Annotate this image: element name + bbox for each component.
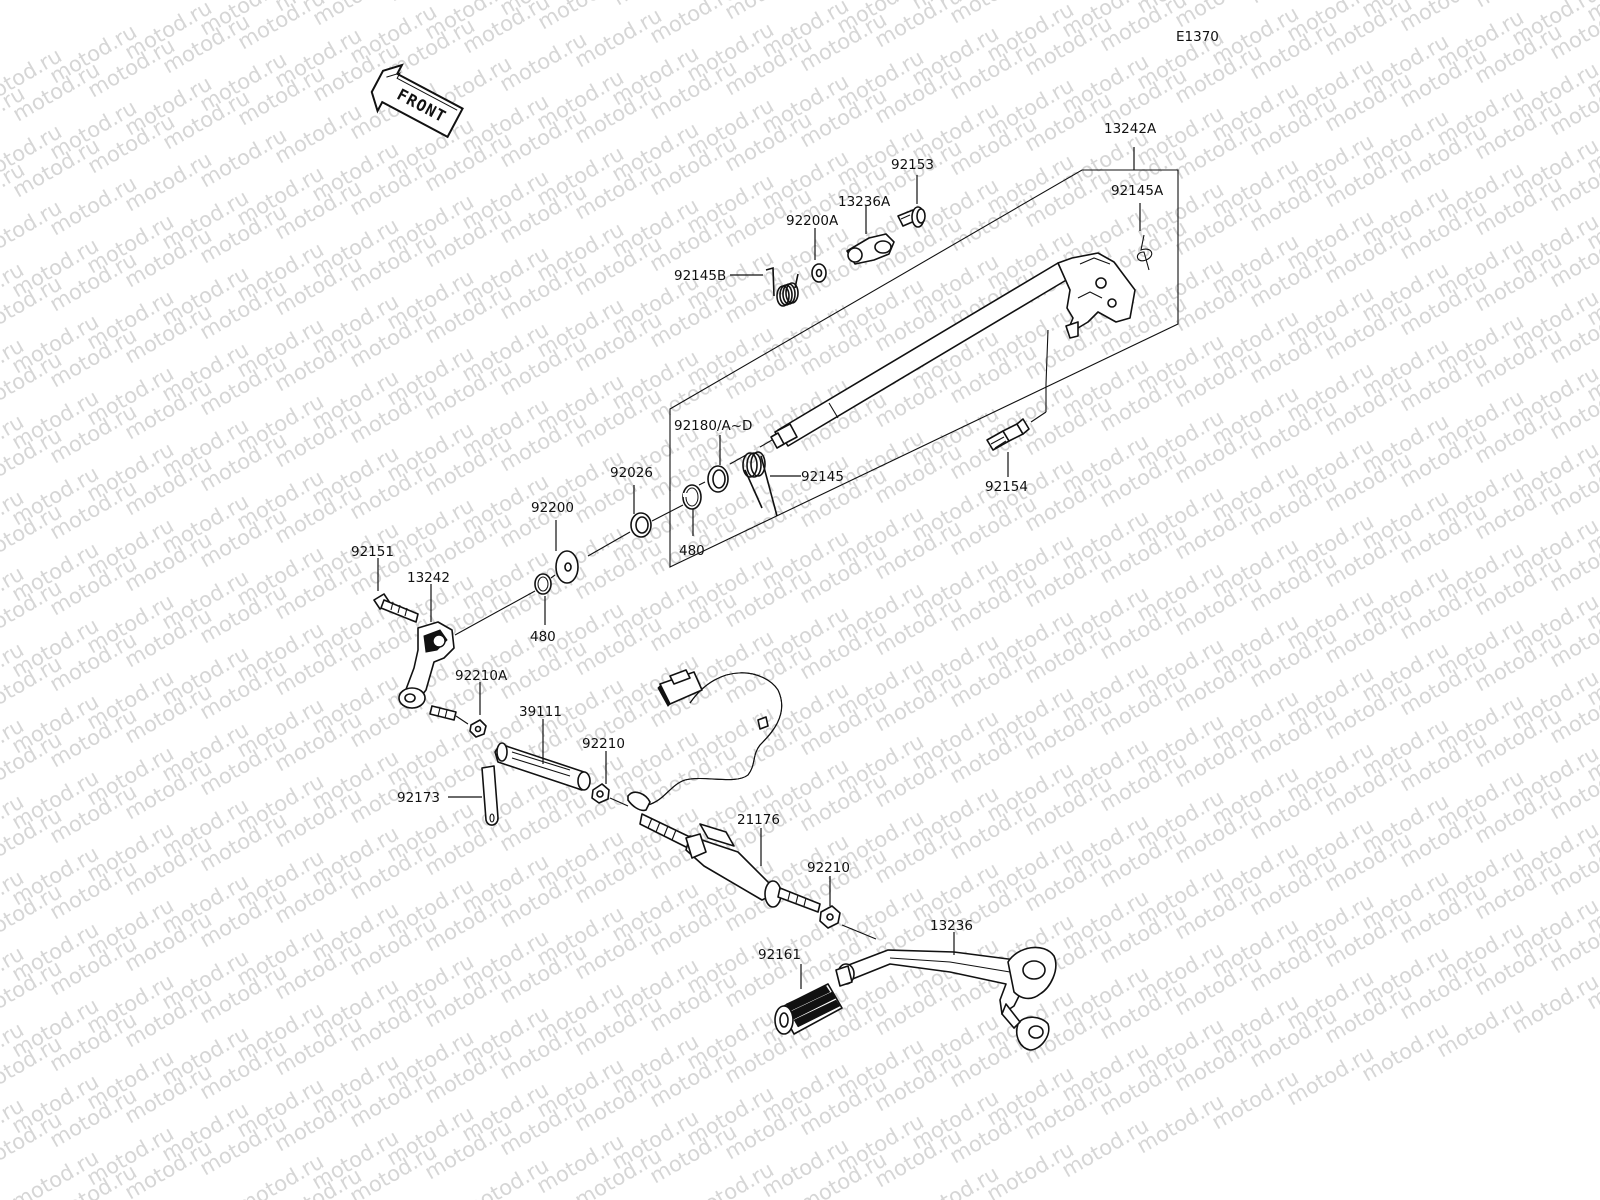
label-92153: 92153	[891, 157, 934, 173]
washer-92180	[707, 465, 729, 493]
label-480-upper: 480	[679, 543, 705, 559]
washer-92200A	[811, 263, 827, 283]
label-13242: 13242	[407, 570, 450, 586]
circlip-480-upper	[682, 484, 702, 510]
label-92145B: 92145B	[674, 268, 726, 284]
label-13242A: 13242A	[1104, 121, 1157, 137]
label-13236A: 13236A	[838, 194, 891, 210]
label-92151: 92151	[351, 544, 394, 560]
label-92161: 92161	[758, 947, 801, 963]
diagram-id: E1370	[1176, 29, 1219, 45]
label-92173: 92173	[397, 790, 440, 806]
label-480-lower: 480	[530, 629, 556, 645]
label-21176: 21176	[737, 812, 780, 828]
label-92210A: 92210A	[455, 668, 508, 684]
label-39111: 39111	[519, 704, 562, 720]
label-92200A: 92200A	[786, 213, 839, 229]
label-92200: 92200	[531, 500, 574, 516]
washer-92200	[555, 550, 579, 584]
washer-92026	[630, 512, 652, 538]
circlip-480-lower	[534, 573, 552, 595]
label-13236: 13236	[930, 918, 973, 934]
label-92145: 92145	[801, 469, 844, 485]
label-92026: 92026	[610, 465, 653, 481]
label-92145A: 92145A	[1111, 183, 1164, 199]
label-92210-upper: 92210	[582, 736, 625, 752]
label-92154: 92154	[985, 479, 1028, 495]
label-92180: 92180/A~D	[674, 418, 752, 434]
label-92210-lower: 92210	[807, 860, 850, 876]
